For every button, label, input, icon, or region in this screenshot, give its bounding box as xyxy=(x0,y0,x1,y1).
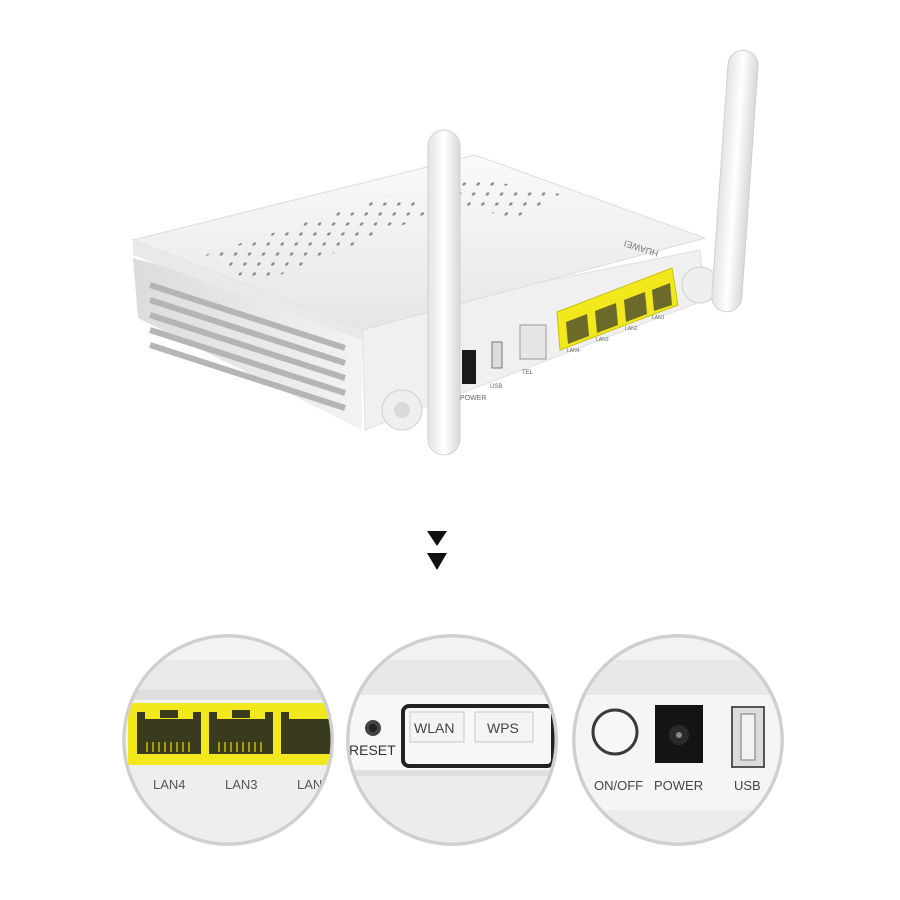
double-down-arrow-icon xyxy=(427,531,447,570)
tel-port xyxy=(519,324,547,360)
power-jack xyxy=(462,350,476,384)
top-vent-dots-right xyxy=(460,175,565,220)
usb-label: USB xyxy=(734,778,761,793)
lan-port-3 xyxy=(209,705,273,754)
left-antenna-hinge xyxy=(381,389,423,431)
button-frame xyxy=(401,704,555,768)
detail-label-lan4: LAN4 xyxy=(153,777,186,792)
reset-pinhole xyxy=(365,720,381,736)
lan-port-4 xyxy=(137,705,201,754)
wps-button: WPS xyxy=(474,711,534,743)
usb-port-detail xyxy=(731,706,765,768)
lan-port-2 xyxy=(281,705,331,754)
side-vents xyxy=(149,282,346,411)
rear-label-lan2: LAN2 xyxy=(625,326,638,332)
right-antenna xyxy=(711,49,759,313)
rear-label-lan4: LAN4 xyxy=(567,348,580,354)
top-vent-dots xyxy=(205,195,440,285)
on-off-button xyxy=(591,708,639,756)
wps-label: WPS xyxy=(487,720,519,736)
left-antenna xyxy=(427,129,461,456)
rear-lan-ports xyxy=(566,283,672,344)
power-jack-detail xyxy=(655,705,703,763)
detail-circle-buttons: RESET WLAN WPS xyxy=(346,634,558,846)
power-label: POWER xyxy=(654,778,703,793)
rear-label-tel: TEL xyxy=(522,370,534,376)
detail-label-lan2-partial: LAN xyxy=(297,777,322,792)
rear-label-power: POWER xyxy=(460,395,486,402)
wlan-button: WLAN xyxy=(409,711,465,743)
detail-circle-power: ON/OFF POWER USB xyxy=(572,634,784,846)
rear-label-usb: USB xyxy=(490,384,502,390)
rear-label-lan1: LAN1 xyxy=(652,315,665,321)
router-device: HUAWEI POWER USB TEL LAN4 LAN3 LAN2 LAN1 xyxy=(131,49,759,456)
rear-label-lan3: LAN3 xyxy=(596,337,609,343)
on-off-label: ON/OFF xyxy=(594,778,643,793)
wlan-label: WLAN xyxy=(414,720,454,736)
detail-circle-lan-ports: LAN4 LAN3 LAN xyxy=(122,634,334,846)
reset-label: RESET xyxy=(349,742,396,758)
usb-port xyxy=(491,341,503,369)
detail-label-lan3: LAN3 xyxy=(225,777,258,792)
